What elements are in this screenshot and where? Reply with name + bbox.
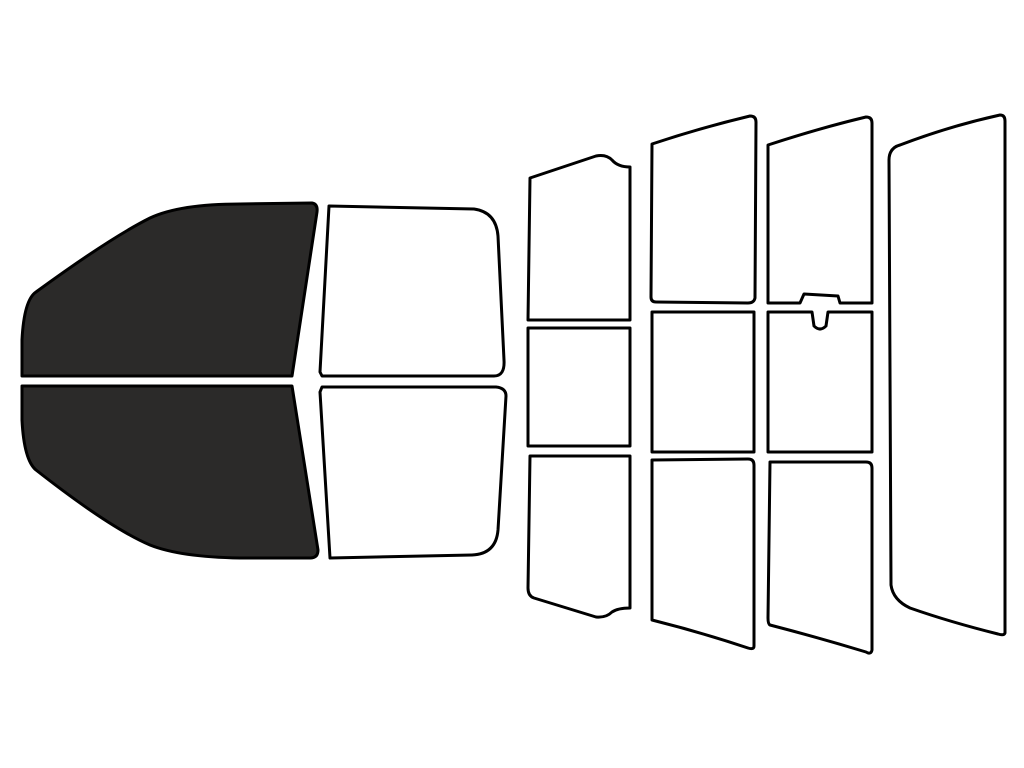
tall-right-window[interactable] <box>887 113 1007 637</box>
center-right-top[interactable] <box>766 115 874 305</box>
front-door-window-top[interactable] <box>20 201 319 378</box>
left-rear-quarter-top[interactable] <box>526 154 632 322</box>
front-door-window-bottom[interactable] <box>20 384 320 560</box>
center-right-bottom[interactable] <box>766 460 874 655</box>
rear-door-window-top[interactable] <box>318 204 506 378</box>
center-left-bottom[interactable] <box>650 457 756 651</box>
rear-door-window-bottom[interactable] <box>318 385 508 560</box>
left-rear-quarter-bottom[interactable] <box>526 454 632 619</box>
center-left-top[interactable] <box>649 114 758 305</box>
center-right-middle[interactable] <box>766 310 874 454</box>
left-rear-middle[interactable] <box>526 326 632 448</box>
center-left-middle[interactable] <box>650 310 756 454</box>
